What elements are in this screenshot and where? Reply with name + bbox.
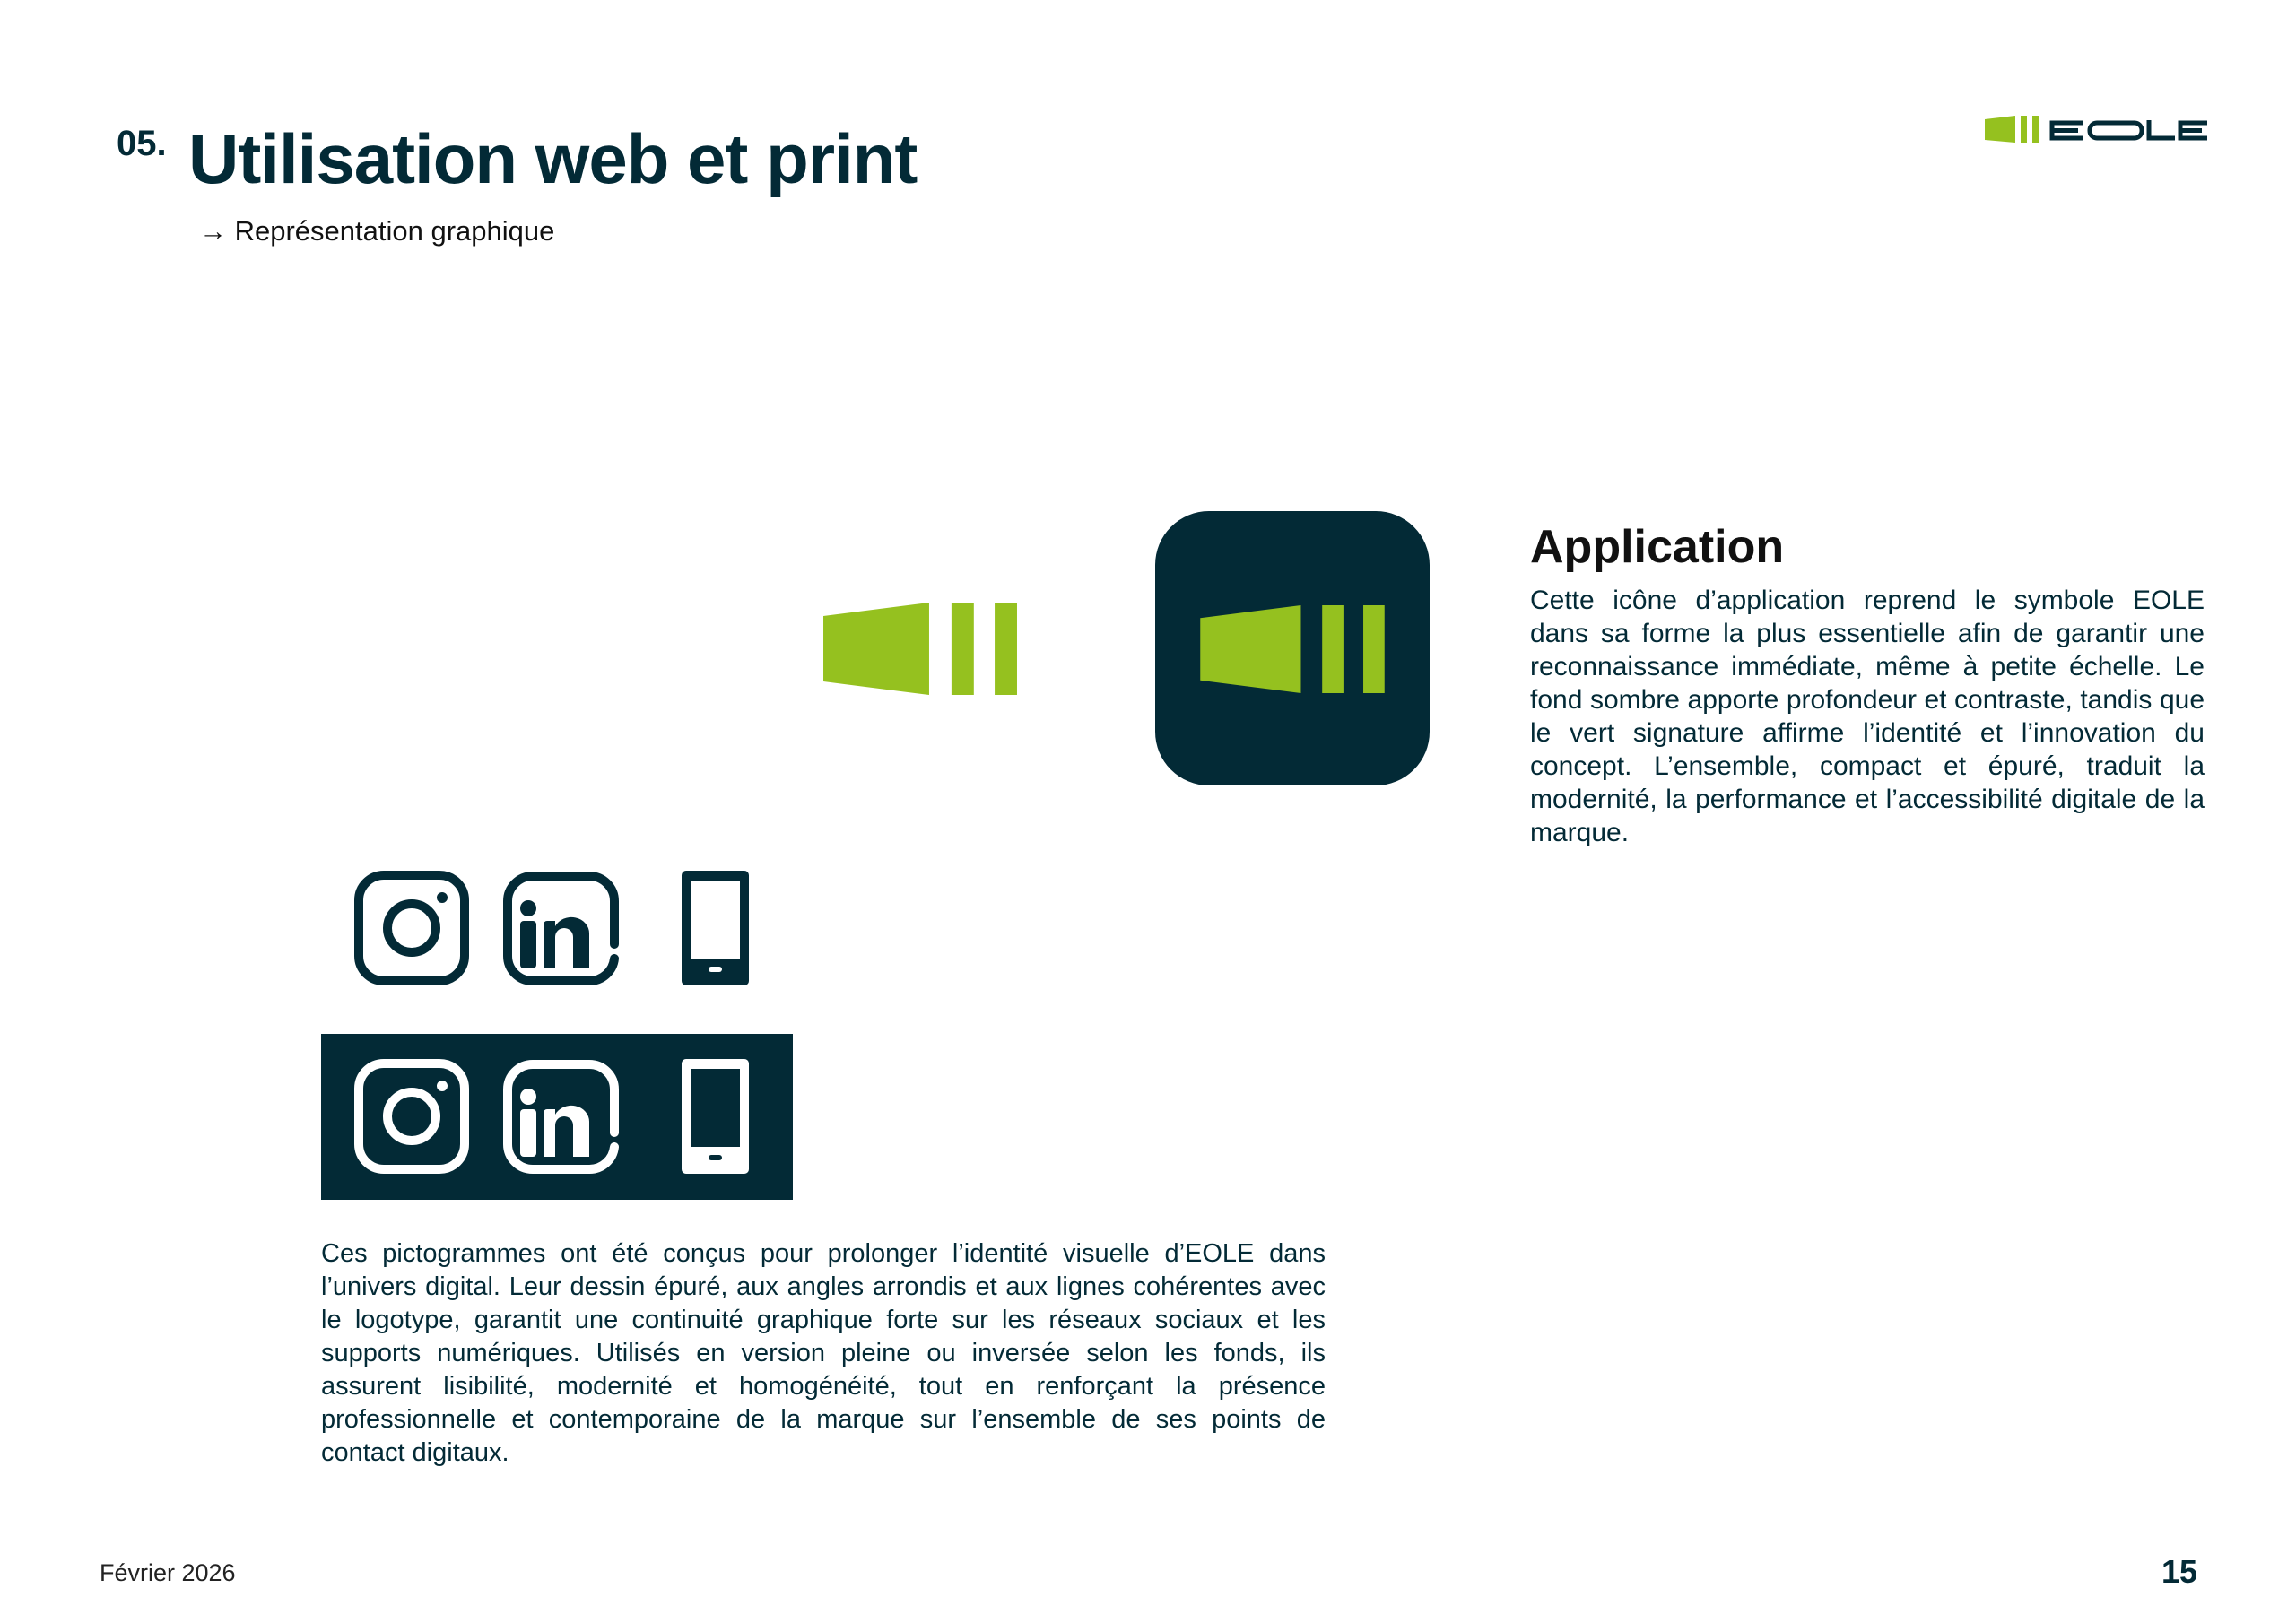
mobile-icon — [682, 1059, 749, 1174]
section-number: 05. — [117, 124, 167, 163]
pictograms-description: Ces pictogrammes ont été conçus pour pro… — [321, 1239, 1326, 1467]
application-heading: Application — [1530, 521, 1785, 573]
eole-symbol — [823, 603, 1017, 695]
pictograms-light — [354, 871, 749, 985]
eole-logo — [1985, 116, 2207, 143]
mobile-icon — [682, 871, 749, 985]
page-title: Utilisation web et print — [188, 119, 918, 198]
instagram-icon — [354, 871, 469, 985]
application-text: Cette icône d’application reprend le sym… — [1530, 586, 2205, 847]
linkedin-icon — [503, 1060, 619, 1174]
pictograms-inverted-icons — [354, 1059, 749, 1174]
pictograms-inverted — [321, 1034, 793, 1200]
footer-date: Février 2026 — [100, 1559, 236, 1586]
linkedin-icon — [503, 872, 619, 985]
eole-symbol-icon — [1200, 605, 1385, 693]
page-number: 15 — [2161, 1553, 2198, 1590]
page-subtitle: → Représentation graphique — [199, 215, 555, 247]
app-icon — [1155, 511, 1430, 785]
instagram-icon — [354, 1059, 469, 1174]
